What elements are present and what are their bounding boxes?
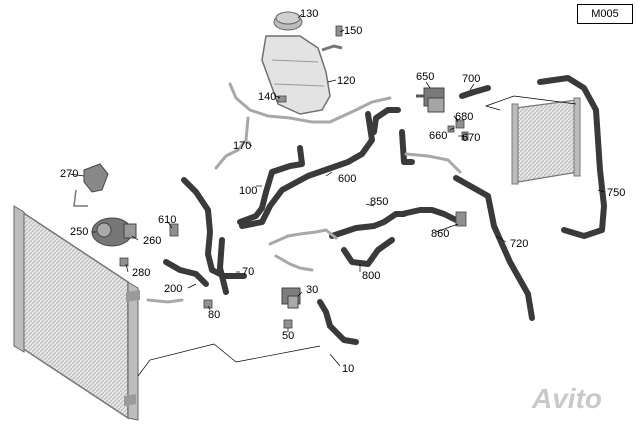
- hose-750: [537, 75, 607, 239]
- hose-800: [341, 237, 395, 267]
- pipe-280: [146, 298, 184, 304]
- hose-720: [453, 175, 535, 321]
- label-270: 270: [60, 168, 78, 180]
- label-170: 170: [233, 140, 251, 152]
- hose-850-left: [329, 211, 407, 239]
- label-800: 800: [362, 270, 380, 282]
- label-670: 670: [462, 132, 480, 144]
- label-720: 720: [510, 238, 528, 250]
- hose-600-lower: [399, 129, 415, 165]
- label-70: 70: [242, 266, 254, 278]
- bracket-270: [73, 163, 109, 207]
- hose-100: [237, 145, 305, 225]
- pipe-720-upper: [404, 152, 462, 174]
- label-150: 150: [344, 25, 362, 37]
- hose-850: [399, 207, 459, 223]
- clip-660: [447, 125, 455, 133]
- label-660: 660: [429, 130, 447, 142]
- label-80: 80: [208, 309, 220, 321]
- clip-610: [169, 223, 179, 237]
- hose-700: [459, 85, 491, 99]
- label-260: 260: [143, 235, 161, 247]
- bolt-150: [335, 25, 343, 37]
- connectors: [119, 25, 469, 329]
- expansion-tank: [261, 11, 343, 115]
- pipe-170: [214, 116, 250, 170]
- hose-600: [239, 111, 375, 229]
- coolant-hoses: [163, 75, 607, 345]
- label-610: 610: [158, 214, 176, 226]
- hose-600-upper: [371, 107, 401, 135]
- bolt-50: [283, 319, 293, 329]
- clip-280: [119, 257, 129, 267]
- leader-lines: [69, 13, 605, 377]
- thermostat-30: [281, 287, 301, 309]
- label-30: 30: [306, 284, 318, 296]
- label-280: 280: [132, 267, 150, 279]
- pump-250: [91, 217, 137, 247]
- hose-200: [163, 259, 209, 287]
- label-700: 700: [462, 73, 480, 85]
- label-650: 650: [416, 71, 434, 83]
- label-10: 10: [342, 363, 354, 375]
- diagram-code-box: M005: [577, 4, 633, 24]
- label-680: 680: [455, 111, 473, 123]
- label-100: 100: [239, 185, 257, 197]
- label-200: 200: [164, 283, 182, 295]
- bolt-80: [203, 299, 213, 309]
- label-140: 140: [258, 91, 276, 103]
- part-labels: 130 150 120 140 650 700 680 660 670 170 …: [60, 8, 625, 375]
- clamp-140: [277, 95, 287, 103]
- hose-610: [181, 177, 247, 279]
- auxiliary-radiator: [511, 97, 581, 185]
- coolant-pipes: [146, 82, 462, 304]
- clip-680: [455, 119, 465, 129]
- label-130: 130: [300, 8, 318, 20]
- hose-10: [317, 299, 359, 345]
- label-120: 120: [337, 75, 355, 87]
- pipe-850-lower: [274, 254, 314, 272]
- radiator: [13, 205, 140, 421]
- watermark-logo: Avito: [532, 383, 602, 414]
- label-750: 750: [607, 187, 625, 199]
- hose-80: [217, 237, 229, 295]
- label-50: 50: [282, 330, 294, 342]
- label-250: 250: [70, 226, 88, 238]
- label-600: 600: [338, 173, 356, 185]
- label-850: 850: [370, 196, 388, 208]
- pipe-850: [268, 228, 338, 246]
- connector-860: [455, 211, 467, 227]
- pipe-170-upper: [228, 82, 392, 124]
- label-860: 860: [431, 228, 449, 240]
- valve-650: [416, 87, 445, 113]
